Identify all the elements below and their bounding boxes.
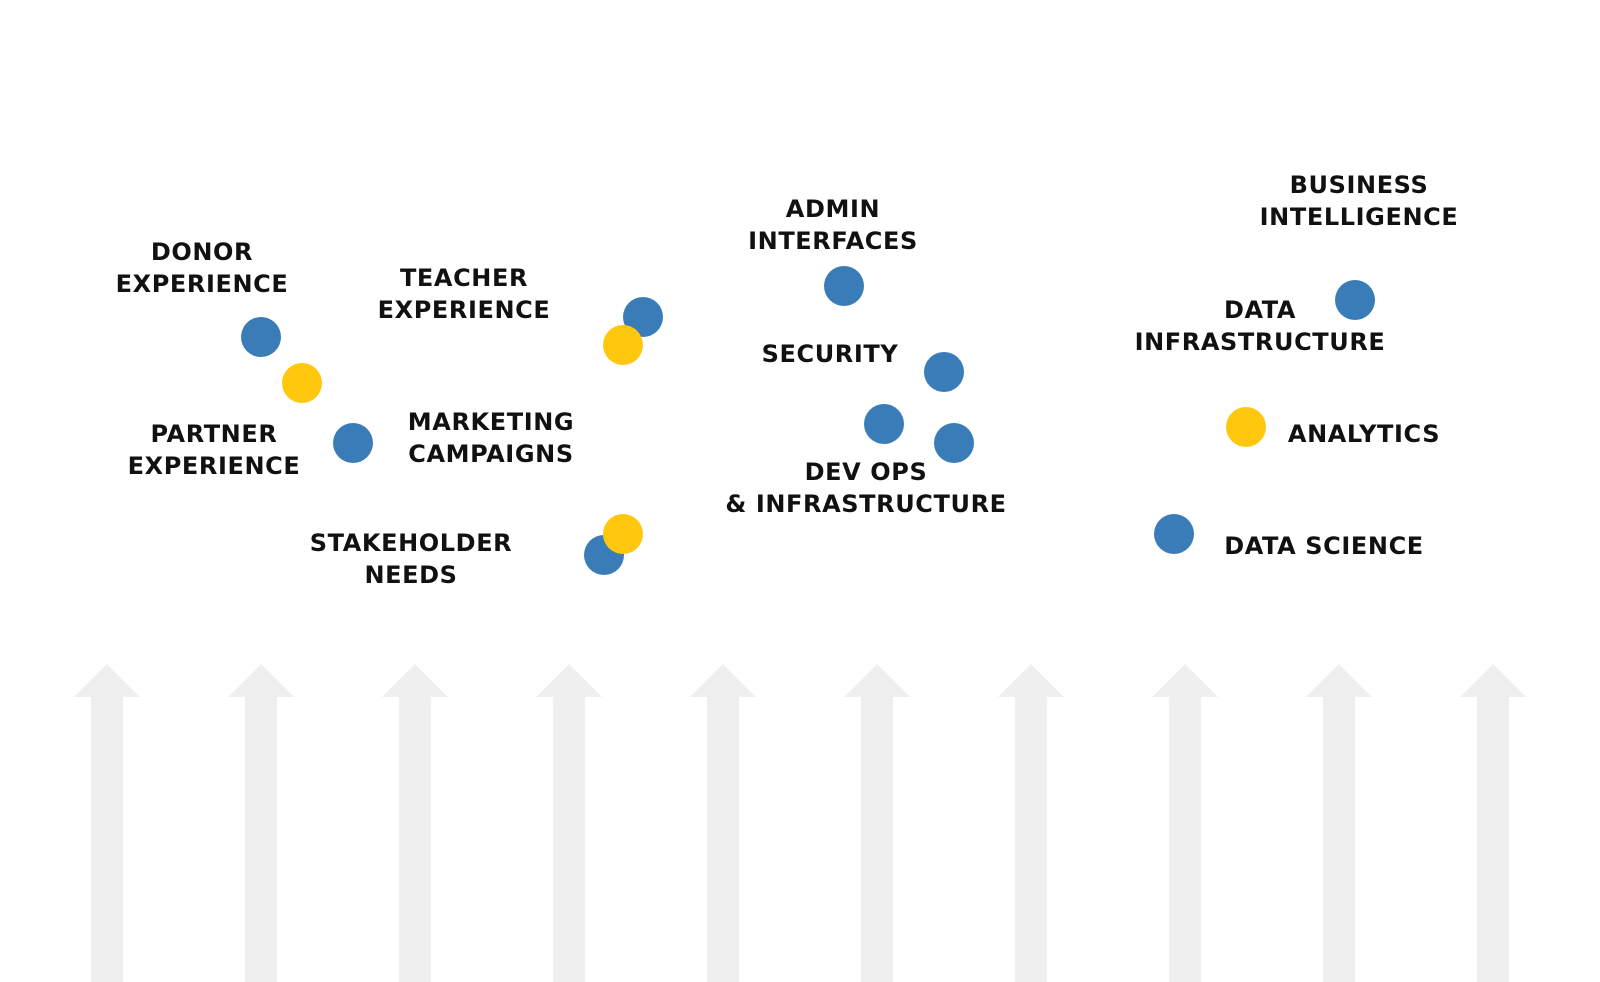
label-line: EXPERIENCE [377,296,551,324]
blue-dot [1335,280,1375,320]
up-arrow-icon [74,664,140,982]
label-line: EXPERIENCE [127,452,301,480]
blue-dot [864,404,904,444]
label-line: STAKEHOLDER [309,529,513,557]
label-line: & INFRASTRUCTURE [725,490,1007,518]
label-marketing-campaigns: MARKETING CAMPAIGNS [408,406,574,470]
label-line: INTERFACES [748,227,918,255]
label-admin-interfaces: ADMIN INTERFACES [748,193,918,257]
up-arrow-icon [1460,664,1526,982]
up-arrow-icon [536,664,602,982]
label-line: DATA SCIENCE [1224,532,1424,560]
yellow-dot [282,363,322,403]
label-line: NEEDS [364,561,458,589]
label-line: ADMIN [785,195,881,223]
blue-dot [924,352,964,392]
up-arrow-icon [382,664,448,982]
up-arrow-icon [228,664,294,982]
blue-dot [824,266,864,306]
label-data-science: DATA SCIENCE [1224,530,1424,562]
up-arrow-icon [998,664,1064,982]
label-line: DATA [1223,296,1297,324]
label-line: SECURITY [761,340,899,368]
yellow-dot [1226,407,1266,447]
up-arrow-icon [1152,664,1218,982]
label-line: EXPERIENCE [115,270,289,298]
label-analytics: ANALYTICS [1288,418,1440,450]
blue-dot [934,423,974,463]
blue-dot [1154,514,1194,554]
label-line: CAMPAIGNS [408,440,574,468]
blue-dot [241,317,281,357]
label-business-intelligence: BUSINESS INTELLIGENCE [1260,169,1459,233]
label-data-infrastructure: DATA INFRASTRUCTURE [1135,294,1386,358]
up-arrow-icon [844,664,910,982]
label-line: INFRASTRUCTURE [1134,328,1386,356]
up-arrow-icon [1306,664,1372,982]
label-line: MARKETING [407,408,575,436]
label-stakeholder-needs: STAKEHOLDER NEEDS [310,527,513,591]
yellow-dot [603,325,643,365]
label-line: DEV OPS [804,458,928,486]
label-line: DONOR [150,238,254,266]
up-arrow-icon [690,664,756,982]
label-donor-experience: DONOR EXPERIENCE [116,236,289,300]
label-dev-ops-infrastructure: DEV OPS & INFRASTRUCTURE [725,456,1006,520]
label-teacher-experience: TEACHER EXPERIENCE [378,262,551,326]
blue-dot [333,423,373,463]
label-line: TEACHER [399,264,529,292]
label-line: PARTNER [150,420,278,448]
label-line: INTELLIGENCE [1259,203,1459,231]
label-partner-experience: PARTNER EXPERIENCE [128,418,301,482]
yellow-dot [603,514,643,554]
label-line: ANALYTICS [1287,420,1441,448]
label-security: SECURITY [762,338,899,370]
label-line: BUSINESS [1289,171,1429,199]
